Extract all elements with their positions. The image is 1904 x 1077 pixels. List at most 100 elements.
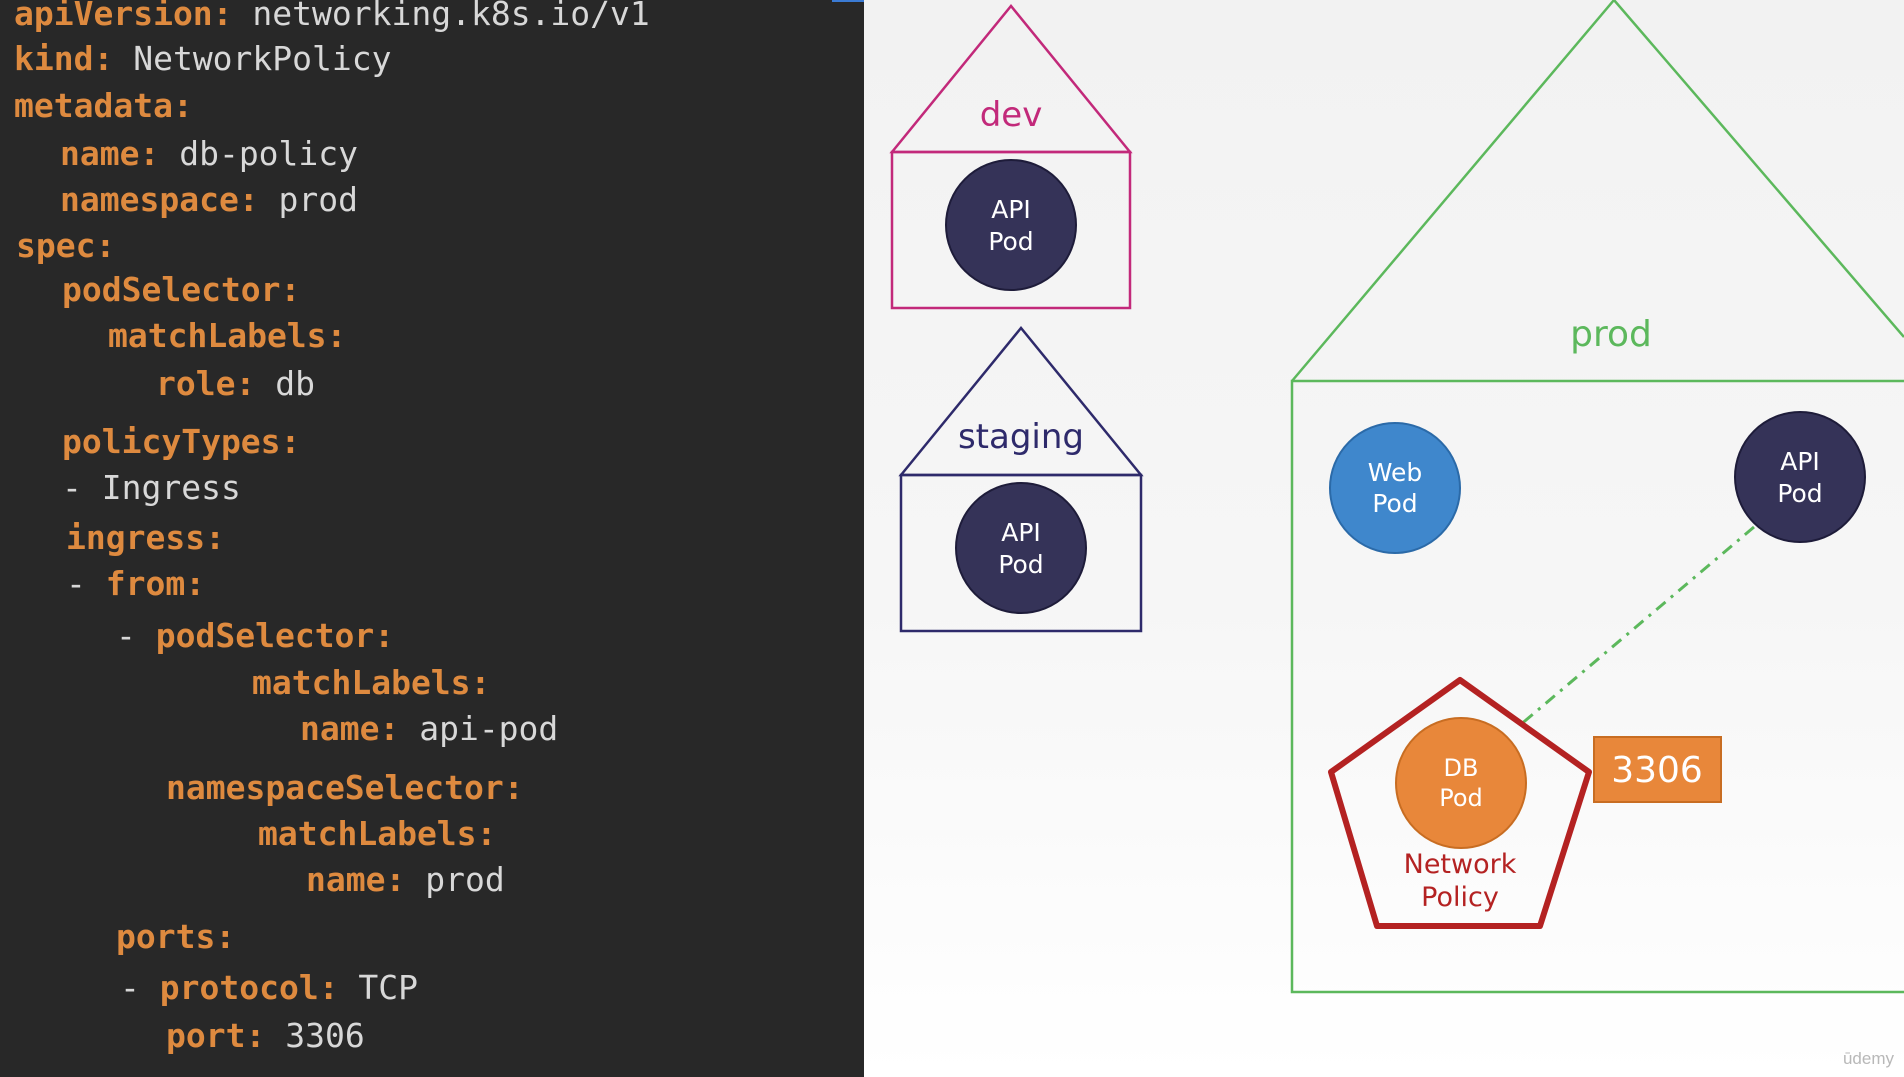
- dev-api-pod-label-line2: Pod: [988, 227, 1033, 256]
- yaml-key: role:: [156, 364, 256, 403]
- prod-web-pod-circle: [1329, 422, 1461, 554]
- yaml-line: matchLabels:: [258, 814, 496, 854]
- yaml-key: name:: [300, 709, 400, 748]
- port-badge-box: [1593, 736, 1722, 803]
- yaml-line: name: prod: [306, 860, 505, 900]
- prod-db-pod-circle: [1395, 717, 1527, 849]
- yaml-list-dash: -: [66, 564, 106, 603]
- yaml-line: - from:: [66, 564, 205, 604]
- yaml-key: matchLabels:: [252, 663, 491, 702]
- port-badge-label: 3306: [1611, 750, 1703, 791]
- prod-namespace-label: prod: [1570, 314, 1652, 355]
- dev-namespace: dev API Pod: [889, 4, 1133, 310]
- prod-api-pod-label-line1: API: [1780, 447, 1820, 476]
- prod-web-pod-label-line1: Web: [1368, 458, 1423, 487]
- yaml-line: port: 3306: [166, 1016, 365, 1056]
- yaml-line: - protocol: TCP: [120, 968, 418, 1008]
- udemy-watermark: ūdemy: [1842, 1049, 1894, 1068]
- prod-api-pod: API Pod: [1734, 411, 1866, 543]
- staging-api-pod-label-line2: Pod: [998, 550, 1043, 579]
- yaml-line: name: db-policy: [60, 134, 358, 174]
- yaml-value: networking.k8s.io/v1: [232, 0, 650, 33]
- yaml-key: metadata:: [14, 86, 193, 125]
- staging-api-pod-circle: [955, 482, 1087, 614]
- prod-namespace-box: [1290, 379, 1904, 994]
- yaml-line: matchLabels:: [252, 663, 490, 703]
- yaml-line: ports:: [116, 917, 235, 957]
- yaml-key: matchLabels:: [108, 316, 347, 355]
- yaml-key: policyTypes:: [62, 422, 301, 461]
- yaml-key: ingress:: [66, 518, 225, 557]
- staging-namespace-label: staging: [958, 417, 1084, 457]
- network-policy-label-line2: Policy: [1421, 882, 1499, 913]
- staging-namespace: staging API Pod: [898, 326, 1144, 633]
- allowed-traffic-line: [1518, 525, 1755, 728]
- namespace-diagram-panel: dev API Pod staging API Pod prod: [864, 0, 1904, 1077]
- yaml-value: prod: [258, 180, 359, 219]
- yaml-value: db: [255, 364, 315, 403]
- yaml-line: namespace: prod: [60, 180, 358, 220]
- prod-db-pod-label-line1: DB: [1444, 754, 1479, 782]
- yaml-key: apiVersion:: [14, 0, 233, 33]
- yaml-value: TCP: [338, 968, 419, 1007]
- network-policy-label-line1: Network: [1404, 849, 1517, 880]
- yaml-line: kind: NetworkPolicy: [14, 39, 392, 79]
- staging-api-pod-label-line1: API: [1001, 518, 1041, 547]
- prod-namespace: prod Web Pod API Pod Network Policy DB: [1290, 0, 1904, 994]
- staging-api-pod: API Pod: [955, 482, 1087, 614]
- yaml-list-dash: -: [120, 968, 160, 1007]
- yaml-line: - Ingress: [62, 468, 241, 508]
- yaml-key: name:: [60, 134, 160, 173]
- yaml-key: podSelector:: [62, 270, 301, 309]
- yaml-value: prod: [405, 860, 505, 899]
- yaml-key: podSelector:: [155, 616, 395, 655]
- dev-api-pod: API Pod: [945, 159, 1077, 291]
- yaml-line: name: api-pod: [300, 709, 558, 749]
- yaml-code-panel: apiVersion: networking.k8s.io/v1 kind: Ne…: [0, 0, 864, 1077]
- yaml-value: Ingress: [101, 468, 241, 507]
- yaml-value: db-policy: [159, 134, 359, 173]
- yaml-line: policyTypes:: [62, 422, 300, 462]
- yaml-line: - podSelector:: [116, 616, 394, 656]
- network-policy-pentagon: [1328, 677, 1592, 929]
- yaml-line: spec:: [16, 226, 115, 266]
- prod-web-pod: Web Pod: [1329, 422, 1461, 554]
- yaml-key: namespace:: [60, 180, 259, 219]
- yaml-key: namespaceSelector:: [166, 768, 524, 807]
- yaml-line: podSelector:: [62, 270, 300, 310]
- yaml-key: port:: [166, 1016, 266, 1055]
- prod-api-pod-circle: [1734, 411, 1866, 543]
- prod-db-pod-label-line2: Pod: [1439, 784, 1483, 812]
- prod-namespace-roof: [1291, 0, 1904, 382]
- network-policy: Network Policy: [1328, 677, 1592, 929]
- yaml-value: api-pod: [399, 709, 559, 748]
- yaml-line: role: db: [156, 364, 315, 404]
- yaml-list-dash: -: [62, 468, 102, 507]
- yaml-line: metadata:: [14, 86, 193, 126]
- yaml-key: protocol:: [159, 968, 339, 1007]
- yaml-key: kind:: [14, 39, 114, 78]
- prod-web-pod-label-line2: Pod: [1372, 489, 1417, 518]
- yaml-key: name:: [306, 860, 406, 899]
- staging-namespace-box: [899, 473, 1143, 633]
- prod-api-pod-label-line2: Pod: [1777, 479, 1822, 508]
- yaml-key: ports:: [116, 917, 236, 956]
- yaml-value: NetworkPolicy: [113, 39, 392, 78]
- port-badge: 3306: [1593, 736, 1722, 803]
- prod-db-pod: DB Pod: [1395, 717, 1527, 849]
- dev-api-pod-label-line1: API: [991, 195, 1031, 224]
- dev-api-pod-circle: [945, 159, 1077, 291]
- yaml-key: from:: [105, 564, 206, 603]
- dev-namespace-label: dev: [980, 95, 1043, 135]
- yaml-key: matchLabels:: [258, 814, 497, 853]
- top-accent-bar: [832, 0, 880, 2]
- yaml-line: namespaceSelector:: [166, 768, 524, 808]
- yaml-value: 3306: [265, 1016, 365, 1055]
- yaml-line: ingress:: [66, 518, 225, 558]
- dev-namespace-box: [890, 150, 1132, 310]
- namespace-diagram: dev API Pod staging API Pod prod: [889, 0, 1904, 994]
- yaml-line: apiVersion: networking.k8s.io/v1: [14, 0, 650, 34]
- yaml-key: spec:: [16, 226, 116, 265]
- yaml-line: matchLabels:: [108, 316, 346, 356]
- yaml-list-dash: -: [116, 616, 156, 655]
